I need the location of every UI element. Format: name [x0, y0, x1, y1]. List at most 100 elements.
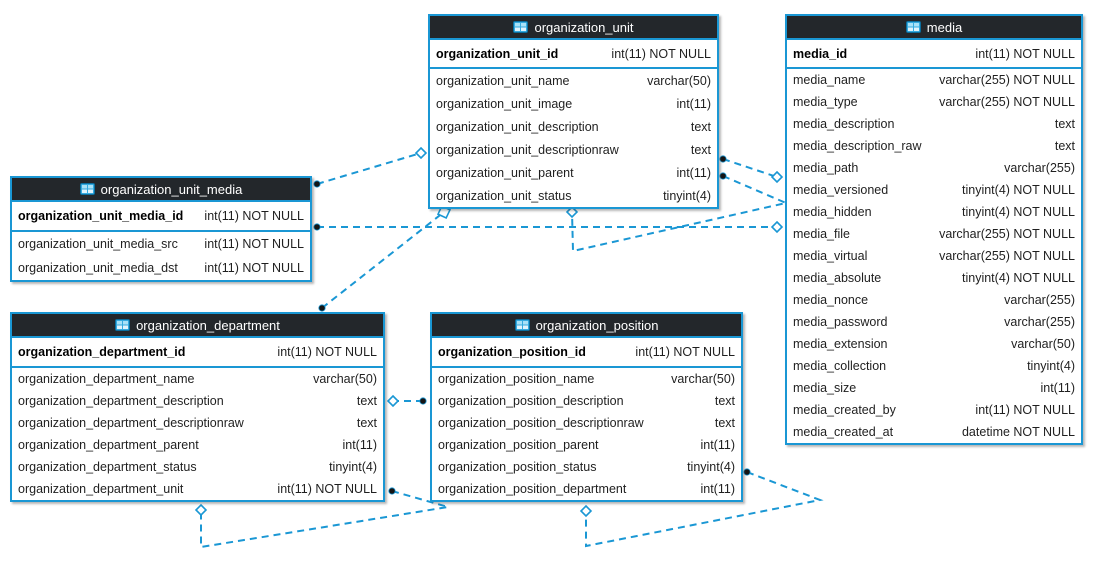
relation-dot-marker [719, 172, 727, 180]
field-name: media_name [793, 73, 866, 87]
field-name: media_description_raw [793, 139, 922, 153]
relation-diamond-marker [770, 220, 784, 234]
field-name: media_versioned [793, 183, 889, 197]
relation-diamond-marker [194, 503, 208, 517]
field-name: organization_unit_image [436, 96, 573, 111]
field-row-media_description_raw: media_description_raw text [787, 135, 1081, 157]
field-name: organization_department_descriptionraw [18, 416, 244, 430]
field-type: text [356, 394, 377, 408]
field-name: organization_position_description [438, 394, 624, 408]
field-type: int(11) [1040, 381, 1075, 395]
relation-line-organization_department-to-organization_unit[interactable] [321, 211, 445, 309]
pk-field-name: organization_unit_id [436, 46, 559, 61]
field-name: organization_department_unit [18, 482, 184, 496]
field-type: varchar(50) [671, 372, 735, 386]
field-name: media_size [793, 381, 857, 395]
field-name: organization_unit_descriptionraw [436, 142, 619, 157]
table-icon [514, 319, 530, 331]
field-name: organization_unit_description [436, 119, 599, 134]
field-type: int(11) [676, 165, 711, 180]
relation-dot-marker [313, 180, 321, 188]
field-row-organization_department_unit: organization_department_unit int(11) NOT … [12, 478, 383, 500]
field-type: text [1054, 139, 1075, 153]
field-name: organization_unit_media_src [18, 237, 178, 251]
table-icon [905, 21, 921, 33]
relation-line-organization_unit-to-organization_unit[interactable] [571, 175, 790, 253]
field-row-organization_unit_descriptionraw: organization_unit_descriptionraw text [430, 138, 717, 161]
field-name: media_file [793, 227, 850, 241]
field-type: varchar(255) [1004, 315, 1075, 329]
field-row-media_virtual: media_virtual varchar(255) NOT NULL [787, 245, 1081, 267]
table-header-organization_unit[interactable]: organization_unit [430, 16, 717, 40]
field-name: organization_unit_parent [436, 165, 574, 180]
relation-line-organization_unit-to-media[interactable] [722, 158, 778, 178]
field-name: organization_department_status [18, 460, 197, 474]
field-type: varchar(255) [1004, 293, 1075, 307]
field-type: varchar(50) [313, 372, 377, 386]
field-row-organization_department_status: organization_department_status tinyint(4) [12, 456, 383, 478]
table-icon [115, 319, 131, 331]
field-type: text [690, 142, 711, 157]
field-type: text [714, 416, 735, 430]
field-type: varchar(255) NOT NULL [939, 249, 1075, 263]
field-name: organization_unit_status [436, 188, 572, 203]
field-row-organization_position_name: organization_position_name varchar(50) [432, 368, 741, 390]
field-type: text [356, 416, 377, 430]
pk-field-type: int(11) NOT NULL [611, 46, 711, 61]
pk-field-type: int(11) NOT NULL [635, 345, 735, 359]
relation-dot-marker [719, 155, 727, 163]
field-type: varchar(255) NOT NULL [939, 95, 1075, 109]
table-icon [513, 21, 529, 33]
pk-field-type: int(11) NOT NULL [975, 46, 1075, 61]
field-name: media_absolute [793, 271, 882, 285]
field-name: media_password [793, 315, 888, 329]
field-row-organization_department_descriptionraw: organization_department_descriptionraw te… [12, 412, 383, 434]
field-name: organization_department_parent [18, 438, 199, 452]
table-header-organization_department[interactable]: organization_department [12, 314, 383, 338]
table-header-organization_unit_media[interactable]: organization_unit_media [12, 178, 310, 202]
field-name: organization_position_name [438, 372, 595, 386]
field-type: int(11) NOT NULL [277, 482, 377, 496]
field-type: tinyint(4) [687, 460, 735, 474]
primary-key-row: media_id int(11) NOT NULL [787, 40, 1081, 69]
field-name: organization_unit_name [436, 73, 570, 88]
table-header-media[interactable]: media [787, 16, 1081, 40]
relation-dot-marker [318, 304, 326, 312]
field-type: varchar(50) [647, 73, 711, 88]
relation-line-organization_unit_media-to-organization_unit[interactable] [316, 152, 422, 185]
relation-line-organization_position-to-organization_position[interactable] [585, 471, 824, 548]
table-organization_department[interactable]: organization_department organization_depa… [10, 312, 385, 502]
field-name: organization_position_status [438, 460, 597, 474]
field-type: text [690, 119, 711, 134]
field-type: tinyint(4) NOT NULL [962, 183, 1075, 197]
pk-field-type: int(11) NOT NULL [277, 345, 377, 359]
table-header-organization_position[interactable]: organization_position [432, 314, 741, 338]
table-title: organization_unit_media [100, 181, 243, 197]
pk-field-name: organization_department_id [18, 345, 186, 359]
table-organization_unit_media[interactable]: organization_unit_media organization_unit… [10, 176, 312, 282]
relation-diamond-marker [770, 170, 784, 184]
field-name: media_description [793, 117, 895, 131]
pk-field-name: media_id [793, 46, 848, 61]
relation-diamond-marker [414, 146, 428, 160]
relation-dot-marker [388, 487, 396, 495]
relation-dot-marker [419, 397, 427, 405]
field-name: media_type [793, 95, 858, 109]
field-name: media_virtual [793, 249, 868, 263]
field-type: tinyint(4) [329, 460, 377, 474]
relation-line-organization_department-to-organization_department[interactable] [200, 490, 449, 549]
